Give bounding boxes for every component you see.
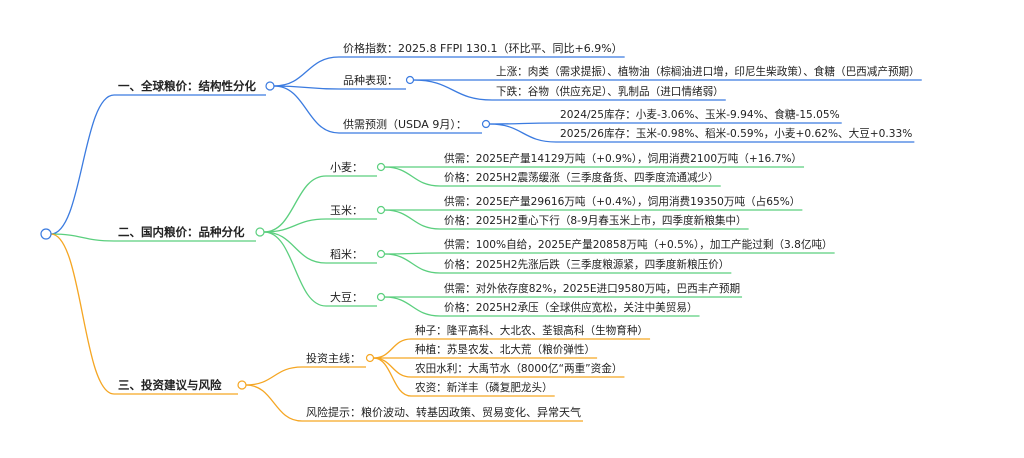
leaf-connector <box>489 123 557 143</box>
leaf-label: 2025/26库存：玉米-0.98%、稻米-0.59%，小麦+0.62%、大豆+… <box>560 127 912 140</box>
leaf-label: 下跌：谷物（供应充足）、乳制品（进口情绪弱） <box>496 85 724 98</box>
leaf-label: 供需：对外依存度82%，2025E进口9580万吨，巴西丰产预期 <box>444 282 740 295</box>
topic-label: 供需预测（USDA 9月）： <box>343 117 467 131</box>
leaf-label: 价格：2025H2承压（全球供应宽松，关注中美贸易） <box>444 301 698 314</box>
leaf-label: 农田水利：大禹节水（8000亿“两重”资金） <box>415 362 622 375</box>
topic-label: 风险提示：粮价波动、转基因政策、贸易变化、异常天气 <box>306 405 581 419</box>
root-branch-connector <box>50 233 115 242</box>
branch-knot[interactable] <box>265 81 275 91</box>
leaf-connector <box>489 122 557 125</box>
topic-label: 投资主线： <box>306 351 361 365</box>
topic-label: 价格指数：2025.8 FFPI 130.1（环比平、同比+6.9%） <box>343 41 623 55</box>
leaf-label: 供需：100%自给，2025E产量20858万吨（+0.5%），加工产能过剩（3… <box>444 238 833 251</box>
topic-knot[interactable] <box>376 249 386 259</box>
topic-knot[interactable] <box>481 119 491 129</box>
topic-label: 稻米： <box>330 248 363 261</box>
topic-label: 玉米： <box>330 204 363 217</box>
topic-knot[interactable] <box>405 75 415 85</box>
branch-title: 三、投资建议与风险 <box>118 378 222 392</box>
branch-title: 一、全球粮价：结构性分化 <box>118 79 256 93</box>
leaf-label: 农资：新洋丰（磷复肥龙头） <box>415 381 553 394</box>
branch-knot[interactable] <box>255 227 265 237</box>
topic-knot[interactable] <box>376 292 386 302</box>
leaf-label: 价格：2025H2重心下行（8-9月春玉米上市，四季度新粮集中） <box>444 214 747 227</box>
leaf-connector <box>373 357 412 378</box>
topic-knot[interactable] <box>376 162 386 172</box>
topic-knot[interactable] <box>376 205 386 215</box>
leaf-connector <box>373 357 412 397</box>
branch-title: 二、国内粮价：品种分化 <box>118 225 245 239</box>
leaf-label: 种植：苏垦农发、北大荒（粮价弹性） <box>415 343 595 356</box>
leaf-connector <box>384 209 441 230</box>
branch-child-connector <box>263 175 327 233</box>
branch-child-connector <box>273 56 340 87</box>
root-branch-connector <box>50 94 115 235</box>
branch-child-connector <box>263 218 327 233</box>
leaf-connector <box>413 79 493 101</box>
leaf-label: 供需：2025E产量14129万吨（+0.9%），饲用消费2100万吨（+16.… <box>444 152 802 165</box>
leaf-connector <box>384 296 441 317</box>
topic-label: 品种表现： <box>343 73 398 87</box>
connector-layer <box>50 56 922 422</box>
leaf-connector <box>384 253 441 274</box>
root-branch-connector <box>50 233 115 395</box>
leaf-label: 2024/25库存：小麦-3.06%、玉米-9.94%、食糖-15.05% <box>560 108 840 121</box>
leaf-label: 供需：2025E产量29616万吨（+0.4%），饲用消费19350万吨（占65… <box>444 195 800 208</box>
node-layer: 一、全球粮价：结构性分化 价格指数：2025.8 FFPI 130.1（环比平、同… <box>40 41 920 419</box>
leaf-label: 价格：2025H2先涨后跌（三季度粮源紧，四季度新粮压价） <box>444 258 729 271</box>
branch-child-connector <box>273 85 340 90</box>
leaf-label: 种子：隆平高科、大北农、荃银高科（生物育种） <box>415 324 648 337</box>
root-knot[interactable] <box>40 228 52 240</box>
leaf-connector <box>384 166 441 187</box>
leaf-label: 上涨：肉类（需求提振）、植物油（棕榈油进口增，印尼生柴政策）、食糖（巴西减产预期… <box>496 65 920 78</box>
topic-label: 大豆： <box>330 290 363 304</box>
topic-label: 小麦： <box>330 161 363 174</box>
leaf-connector <box>384 252 441 255</box>
branch-child-connector <box>263 231 327 264</box>
branch-child-connector <box>245 384 303 422</box>
branch-child-connector <box>263 231 327 307</box>
branch-child-connector <box>273 85 340 134</box>
topic-knot[interactable] <box>365 353 375 363</box>
branch-child-connector <box>245 366 303 386</box>
branch-knot[interactable] <box>237 380 247 390</box>
leaf-label: 价格：2025H2震荡缓涨（三季度备货、四季度流通减少） <box>444 171 719 184</box>
leaf-connector <box>373 338 412 359</box>
